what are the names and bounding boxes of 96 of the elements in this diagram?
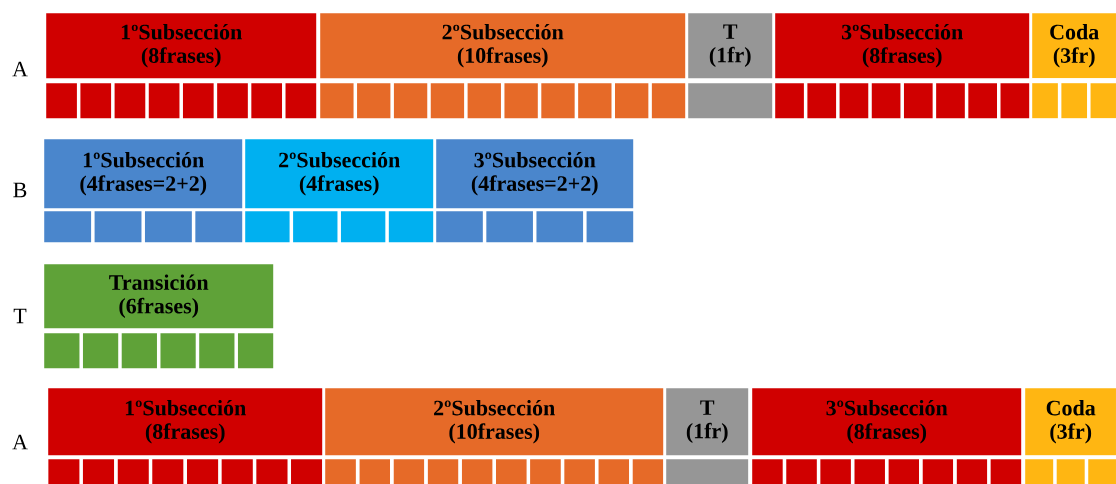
phrase-cell xyxy=(1056,459,1085,484)
phrase-cell xyxy=(195,211,243,243)
phrase-cell xyxy=(245,211,290,243)
phrase-cell xyxy=(888,459,919,484)
phrase-cell xyxy=(237,333,274,369)
phrase-cell xyxy=(182,83,214,119)
phrase-cell xyxy=(968,83,997,119)
phrase-cell xyxy=(530,459,561,484)
phrase-cell xyxy=(121,333,157,369)
phrase-cell xyxy=(666,459,749,484)
phrase-cell xyxy=(199,333,235,369)
phrase-cell xyxy=(871,83,901,119)
phrase-cell xyxy=(586,211,634,243)
section-box: Coda (3fr) xyxy=(1032,13,1116,79)
phrase-cell xyxy=(291,459,323,484)
phrase-cell xyxy=(688,83,773,119)
phrase-cell xyxy=(461,459,493,484)
section-box: 3ºSubsección (4frases=2+2) xyxy=(436,139,634,209)
section-box: 1ºSubsección (8frases) xyxy=(46,13,317,79)
phrase-cell xyxy=(388,211,434,243)
phrase-cell xyxy=(48,459,80,484)
phrase-cell xyxy=(357,83,391,119)
phrase-cell xyxy=(615,83,649,119)
phrase-cell xyxy=(956,459,988,484)
phrase-cell xyxy=(340,211,386,243)
section-box: 3ºSubsección (8frases) xyxy=(752,388,1022,456)
section-box: Coda (3fr) xyxy=(1025,388,1116,456)
phrase-cell xyxy=(152,459,184,484)
section-box: 2ºSubsección (10frases) xyxy=(325,388,664,456)
phrase-cell xyxy=(117,459,149,484)
phrase-cell xyxy=(427,459,459,484)
phrase-cell xyxy=(786,459,817,484)
phrase-cell xyxy=(632,459,664,484)
phrase-cell xyxy=(775,83,804,119)
phrase-cell xyxy=(251,83,282,119)
phrase-cell xyxy=(393,459,425,484)
section-box: T (1fr) xyxy=(666,388,749,456)
phrase-cell xyxy=(1090,83,1116,119)
phrase-cell xyxy=(936,83,965,119)
phrase-cell xyxy=(160,333,196,369)
phrase-cell xyxy=(1025,459,1054,484)
phrase-cell xyxy=(820,459,851,484)
phrase-cell xyxy=(903,83,933,119)
phrase-cell xyxy=(839,83,869,119)
section-box: 1ºSubsección (4frases=2+2) xyxy=(44,139,243,209)
phrase-cell xyxy=(393,83,428,119)
phrase-cell xyxy=(467,83,501,119)
row-letter: A xyxy=(12,434,28,450)
phrase-cell xyxy=(598,459,630,484)
phrase-cell xyxy=(504,83,538,119)
phrase-cell xyxy=(578,83,612,119)
row-letter: A xyxy=(12,61,28,77)
section-box: Transición (6frases) xyxy=(44,264,274,329)
phrase-cell xyxy=(148,83,180,119)
phrase-cell xyxy=(436,211,483,243)
phrase-cell xyxy=(1032,83,1058,119)
phrase-cell xyxy=(541,83,575,119)
phrase-cell xyxy=(293,211,338,243)
phrase-cell xyxy=(44,211,92,243)
phrase-cell xyxy=(320,83,354,119)
phrase-cell xyxy=(990,459,1022,484)
phrase-cell xyxy=(46,83,77,119)
row-letter: T xyxy=(13,308,27,324)
phrase-cell xyxy=(114,83,146,119)
phrase-cell xyxy=(285,83,317,119)
phrase-cell xyxy=(359,459,390,484)
phrase-cell xyxy=(82,333,119,369)
section-box: 2ºSubsección (10frases) xyxy=(320,13,686,79)
phrase-cell xyxy=(82,459,115,484)
phrase-cell xyxy=(495,459,527,484)
section-box: T (1fr) xyxy=(688,13,773,79)
phrase-cell xyxy=(221,459,253,484)
phrase-cell xyxy=(1061,83,1088,119)
phrase-cell xyxy=(217,83,248,119)
row-letter: B xyxy=(13,182,27,198)
phrase-cell xyxy=(325,459,356,484)
section-box: 2ºSubsección (4frases) xyxy=(245,139,434,209)
phrase-cell xyxy=(752,459,783,484)
phrase-cell xyxy=(1088,459,1116,484)
phrase-cell xyxy=(854,459,885,484)
phrase-cell xyxy=(651,83,686,119)
section-box: 3ºSubsección (8frases) xyxy=(775,13,1030,79)
phrase-cell xyxy=(94,211,142,243)
phrase-cell xyxy=(430,83,465,119)
phrase-cell xyxy=(186,459,219,484)
phrase-cell xyxy=(486,211,533,243)
phrase-cell xyxy=(44,333,80,369)
section-box: 1ºSubsección (8frases) xyxy=(48,388,323,456)
phrase-cell xyxy=(536,211,584,243)
phrase-cell xyxy=(1000,83,1030,119)
phrase-cell xyxy=(256,459,288,484)
phrase-cell xyxy=(144,211,192,243)
phrase-cell xyxy=(564,459,595,484)
phrase-cell xyxy=(922,459,954,484)
phrase-cell xyxy=(80,83,112,119)
phrase-cell xyxy=(807,83,837,119)
